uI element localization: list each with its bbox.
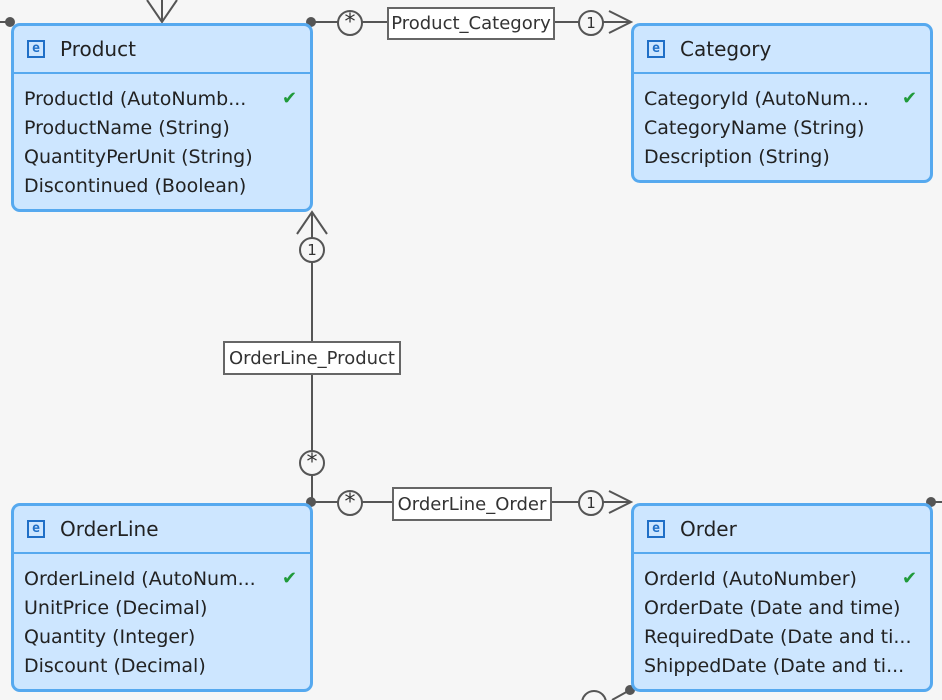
attribute-text: UnitPrice (Decimal): [24, 596, 208, 619]
attribute-row[interactable]: ShippedDate (Date and ti...: [634, 651, 930, 680]
attribute-text: OrderLineId (AutoNum...: [24, 567, 256, 590]
attribute-text: Quantity (Integer): [24, 625, 196, 648]
multiplicity-text: 1: [586, 13, 596, 32]
product-left-endpoint: [5, 17, 15, 27]
attribute-row[interactable]: CategoryId (AutoNum... ✔: [634, 84, 930, 113]
orderline-order-arrowhead: [608, 490, 634, 514]
attribute-row[interactable]: Quantity (Integer): [14, 622, 310, 651]
entity-header[interactable]: e OrderLine: [14, 506, 310, 554]
attribute-text: QuantityPerUnit (String): [24, 145, 253, 168]
key-check-icon: ✔: [282, 568, 298, 589]
attribute-text: Discount (Decimal): [24, 654, 206, 677]
offscreen-arrowhead-top: [146, 0, 178, 24]
entity-title: Order: [680, 517, 737, 541]
attribute-text: OrderDate (Date and time): [644, 596, 901, 619]
orderline-product-arrowhead: [296, 210, 328, 235]
entity-header[interactable]: e Order: [634, 506, 930, 554]
attribute-row[interactable]: Description (String): [634, 142, 930, 171]
product-category-many-marker: *: [337, 10, 363, 36]
entity-title: Category: [680, 37, 772, 61]
orderline-order-label[interactable]: OrderLine_Order: [392, 487, 552, 521]
orderline-order-one-marker: 1: [578, 490, 604, 516]
product-category-arrowhead: [608, 10, 634, 34]
attribute-row[interactable]: OrderLineId (AutoNum... ✔: [14, 564, 310, 593]
entity-icon: e: [27, 520, 45, 538]
orderline-order-many-marker: *: [337, 490, 363, 516]
attribute-row[interactable]: OrderDate (Date and time): [634, 593, 930, 622]
attribute-row[interactable]: Discount (Decimal): [14, 651, 310, 680]
attribute-text: RequiredDate (Date and ti...: [644, 625, 912, 648]
multiplicity-text: *: [306, 450, 318, 475]
attribute-text: CategoryId (AutoNum...: [644, 87, 869, 110]
multiplicity-text: 1: [586, 493, 596, 512]
attribute-text: ShippedDate (Date and ti...: [644, 654, 905, 677]
product-category-one-marker: 1: [578, 10, 604, 36]
attribute-list: ProductId (AutoNumb... ✔ ProductName (Stri…: [14, 74, 310, 200]
orderline-product-many-marker: *: [299, 450, 325, 476]
attribute-row[interactable]: RequiredDate (Date and ti...: [634, 622, 930, 651]
attribute-row[interactable]: Discontinued (Boolean): [14, 171, 310, 200]
orderline-product-label[interactable]: OrderLine_Product: [223, 341, 401, 375]
attribute-text: ProductId (AutoNumb...: [24, 87, 247, 110]
entity-icon: e: [647, 40, 665, 58]
attribute-text: CategoryName (String): [644, 116, 865, 139]
key-check-icon: ✔: [282, 88, 298, 109]
attribute-row[interactable]: OrderId (AutoNumber) ✔: [634, 564, 930, 593]
attribute-list: OrderLineId (AutoNum... ✔ UnitPrice (Decim…: [14, 554, 310, 680]
attribute-row[interactable]: QuantityPerUnit (String): [14, 142, 310, 171]
attribute-row[interactable]: UnitPrice (Decimal): [14, 593, 310, 622]
entity-order[interactable]: e Order OrderId (AutoNumber) ✔OrderDate (…: [631, 503, 933, 692]
attribute-row[interactable]: ProductId (AutoNumb... ✔: [14, 84, 310, 113]
entity-header[interactable]: e Product: [14, 26, 310, 74]
product-category-label[interactable]: Product_Category: [387, 7, 555, 40]
multiplicity-text: *: [344, 490, 356, 515]
orderline-product-one-marker: 1: [299, 237, 325, 263]
entity-product[interactable]: e Product ProductId (AutoNumb...✔Product…: [11, 23, 313, 212]
multiplicity-text: 1: [307, 240, 317, 259]
entity-header[interactable]: e Category: [634, 26, 930, 74]
attribute-text: ProductName (String): [24, 116, 230, 139]
entity-title: OrderLine: [60, 517, 159, 541]
attribute-text: Description (String): [644, 145, 830, 168]
multiplicity-text: *: [344, 10, 356, 35]
offscreen-multiplicity-marker: [581, 690, 607, 700]
attribute-text: OrderId (AutoNumber): [644, 567, 857, 590]
key-check-icon: ✔: [902, 88, 918, 109]
attribute-list: OrderId (AutoNumber) ✔OrderDate (Date and…: [634, 554, 930, 680]
attribute-row[interactable]: ProductName (String): [14, 113, 310, 142]
key-check-icon: ✔: [902, 568, 918, 589]
attribute-row[interactable]: CategoryName (String): [634, 113, 930, 142]
entity-icon: e: [647, 520, 665, 538]
attribute-text: Discontinued (Boolean): [24, 174, 247, 197]
entity-title: Product: [60, 37, 136, 61]
entity-icon: e: [27, 40, 45, 58]
attribute-list: CategoryId (AutoNum... ✔ CategoryName (Str…: [634, 74, 930, 171]
entity-category[interactable]: e Category CategoryId (AutoNum...✔Catego…: [631, 23, 933, 183]
entity-orderline[interactable]: e OrderLine OrderLineId (AutoNum... ✔ Unit…: [11, 503, 313, 692]
